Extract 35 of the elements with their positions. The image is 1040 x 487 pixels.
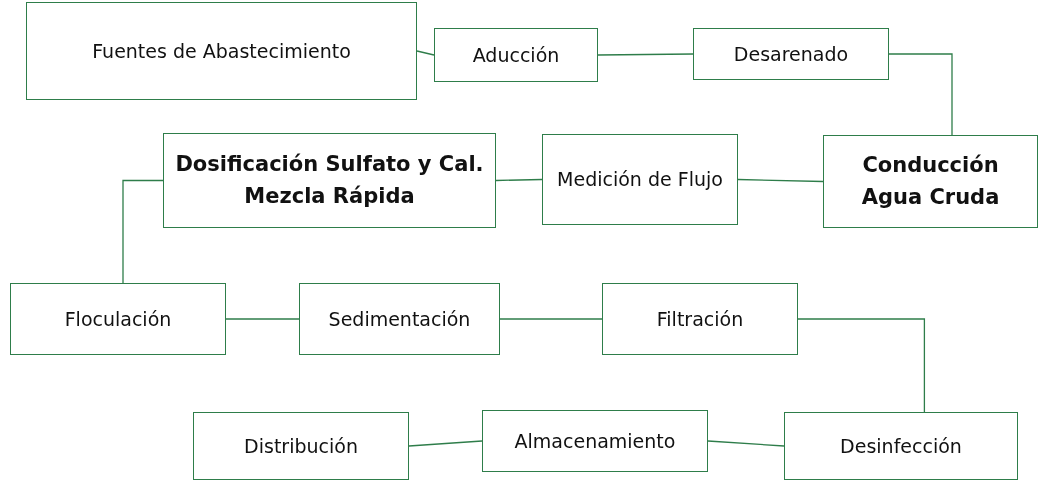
connector-line bbox=[707, 440, 785, 447]
box-label: Dosificación Sulfato y Cal. Mezcla Rápida bbox=[174, 151, 485, 210]
process-box bbox=[10, 283, 226, 355]
connector-line bbox=[797, 318, 926, 413]
process-box bbox=[542, 134, 738, 225]
process-box bbox=[26, 2, 417, 100]
process-box bbox=[823, 135, 1038, 228]
connector-line bbox=[737, 178, 824, 183]
box-label: Distribución bbox=[243, 433, 359, 459]
process-box bbox=[693, 28, 889, 80]
process-box bbox=[163, 133, 496, 228]
box-label: Desinfección bbox=[839, 433, 963, 459]
box-label: Sedimentación bbox=[327, 306, 472, 332]
connector-line bbox=[408, 440, 483, 447]
box-label: Desarenado bbox=[732, 41, 850, 67]
box-label: Medición de Flujo bbox=[556, 167, 724, 193]
connector-line bbox=[225, 318, 300, 320]
box-label: Filtración bbox=[655, 306, 745, 332]
process-box bbox=[299, 283, 500, 355]
connector-line bbox=[597, 53, 694, 56]
process-box bbox=[784, 412, 1018, 480]
process-box bbox=[602, 283, 798, 355]
box-label: Fuentes de Abastecimiento bbox=[91, 38, 352, 64]
connector-line bbox=[122, 179, 164, 284]
box-label: Conducción Agua Cruda bbox=[860, 152, 1001, 211]
connector-line bbox=[499, 318, 603, 320]
box-label: Almacenamiento bbox=[513, 428, 677, 454]
box-label: Floculación bbox=[63, 306, 173, 332]
process-box bbox=[193, 412, 409, 480]
process-box bbox=[434, 28, 598, 82]
box-label: Aducción bbox=[471, 42, 561, 68]
connector-line bbox=[495, 178, 543, 182]
process-box bbox=[482, 410, 708, 472]
connector-line bbox=[416, 50, 435, 56]
connector-line bbox=[888, 53, 953, 136]
